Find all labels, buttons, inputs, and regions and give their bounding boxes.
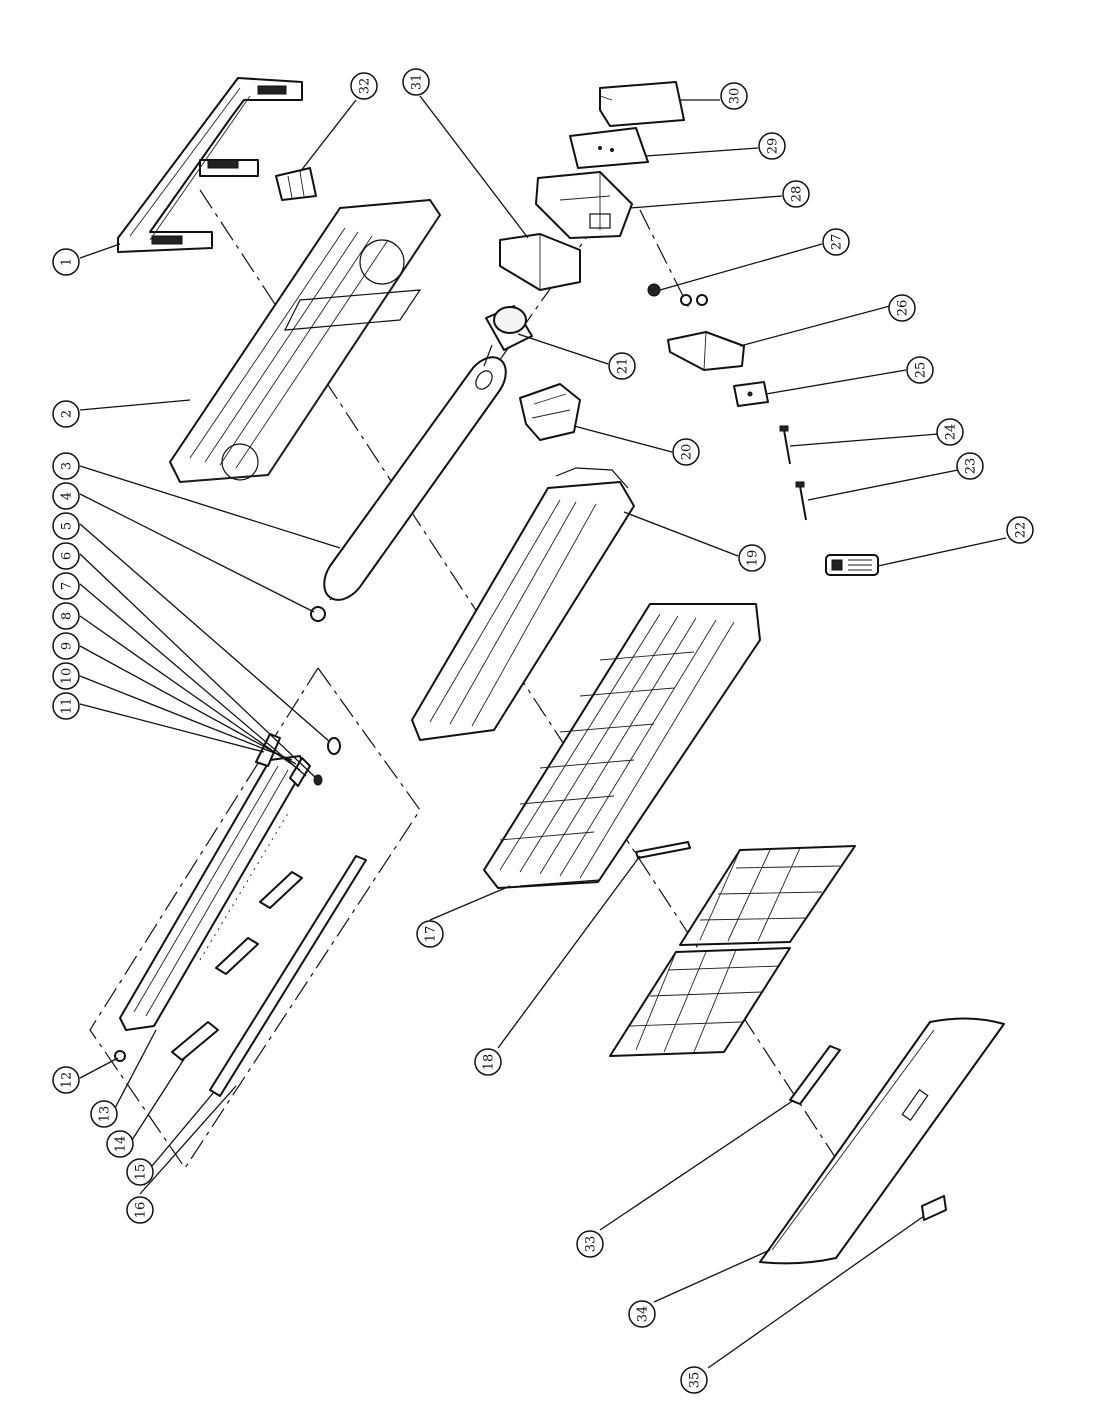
callouts: 1 2 3 4 5 6 7 8 9 10 11 12 13 14 15 16 1…	[52, 68, 1034, 1394]
callout-8: 8	[52, 602, 80, 630]
callout-4: 4	[52, 482, 80, 510]
svg-text:13: 13	[98, 1106, 113, 1123]
callout-6: 6	[52, 542, 80, 570]
callout-11: 11	[52, 692, 80, 720]
svg-text:11: 11	[60, 698, 75, 715]
control-board	[569, 127, 649, 169]
callout-5: 5	[52, 512, 80, 540]
callout-19: 19	[738, 544, 766, 572]
svg-text:20: 20	[680, 444, 695, 461]
callout-35: 35	[680, 1366, 708, 1394]
callout-31: 31	[402, 68, 430, 96]
electric-box-cover	[599, 81, 685, 127]
svg-text:33: 33	[584, 1236, 599, 1253]
callout-27: 27	[822, 228, 850, 256]
svg-text:34: 34	[636, 1306, 651, 1323]
callout-28: 28	[782, 180, 810, 208]
callout-24: 24	[936, 418, 964, 446]
svg-text:2: 2	[60, 410, 75, 418]
terminal-connectors	[647, 283, 708, 306]
svg-text:3: 3	[60, 462, 75, 470]
callout-10: 10	[52, 662, 80, 690]
svg-text:19: 19	[746, 550, 761, 567]
svg-text:26: 26	[896, 300, 911, 317]
receiver-board	[733, 381, 769, 407]
svg-text:30: 30	[728, 88, 743, 105]
callout-1: 1	[52, 248, 80, 276]
callout-15: 15	[126, 1158, 154, 1186]
callout-2: 2	[52, 400, 80, 428]
callout-16: 16	[126, 1196, 154, 1224]
svg-text:16: 16	[134, 1202, 149, 1219]
svg-text:6: 6	[60, 552, 75, 560]
svg-text:21: 21	[616, 358, 631, 375]
swing-rod	[635, 841, 691, 859]
callout-23: 23	[956, 452, 984, 480]
remote-controller	[825, 554, 879, 576]
callout-29: 29	[758, 132, 786, 160]
callout-13: 13	[90, 1100, 118, 1128]
svg-text:22: 22	[1014, 522, 1029, 539]
crossflow-fan	[323, 356, 507, 601]
fan-bearing	[310, 606, 326, 622]
leader-lines	[79, 95, 1007, 1369]
callout-32: 32	[350, 72, 378, 100]
callout-20: 20	[672, 438, 700, 466]
front-frame	[483, 603, 761, 889]
svg-text:4: 4	[60, 492, 75, 500]
callout-18: 18	[474, 1048, 502, 1076]
small-bracket-32	[275, 167, 317, 201]
callout-7: 7	[52, 572, 80, 600]
callout-17: 17	[416, 920, 444, 948]
svg-text:32: 32	[358, 78, 373, 95]
callout-14: 14	[106, 1130, 134, 1158]
svg-text:17: 17	[424, 926, 439, 943]
mounting-plate	[117, 77, 303, 253]
callout-12: 12	[52, 1066, 80, 1094]
callout-30: 30	[720, 82, 748, 110]
callout-9: 9	[52, 632, 80, 660]
svg-text:5: 5	[60, 522, 75, 530]
svg-text:15: 15	[134, 1164, 149, 1181]
svg-text:23: 23	[964, 458, 979, 475]
callout-33: 33	[576, 1230, 604, 1258]
evaporator	[411, 467, 635, 741]
callout-26: 26	[888, 294, 916, 322]
electric-box-bracket	[499, 233, 581, 291]
air-filter-lower	[609, 947, 791, 1057]
callout-22: 22	[1006, 516, 1034, 544]
svg-text:31: 31	[410, 74, 425, 91]
chassis-base	[169, 199, 441, 483]
front-panel	[759, 1017, 1005, 1265]
svg-text:14: 14	[114, 1136, 129, 1153]
callout-34: 34	[628, 1300, 656, 1328]
callout-21: 21	[608, 352, 636, 380]
callout-25: 25	[906, 356, 934, 384]
svg-text:10: 10	[60, 668, 75, 685]
nameplate	[921, 1195, 947, 1221]
air-filter-upper	[679, 845, 856, 946]
callout-3: 3	[52, 452, 80, 480]
svg-text:35: 35	[688, 1372, 703, 1389]
svg-text:8: 8	[60, 612, 75, 620]
louver-assembly	[114, 733, 367, 1097]
fan-motor	[483, 305, 533, 367]
svg-text:29: 29	[766, 138, 781, 155]
display-window	[789, 1045, 841, 1105]
svg-text:24: 24	[944, 424, 959, 441]
svg-text:28: 28	[790, 186, 805, 203]
motor-holder	[519, 383, 581, 441]
svg-text:12: 12	[60, 1072, 75, 1089]
sensor-rods	[779, 425, 807, 521]
svg-text:7: 7	[60, 582, 75, 590]
electric-box	[535, 171, 633, 239]
svg-text:9: 9	[60, 642, 75, 650]
svg-text:27: 27	[830, 234, 845, 251]
display-bracket	[667, 331, 745, 371]
svg-text:1: 1	[60, 258, 75, 266]
svg-text:18: 18	[482, 1054, 497, 1071]
svg-text:25: 25	[914, 362, 929, 379]
